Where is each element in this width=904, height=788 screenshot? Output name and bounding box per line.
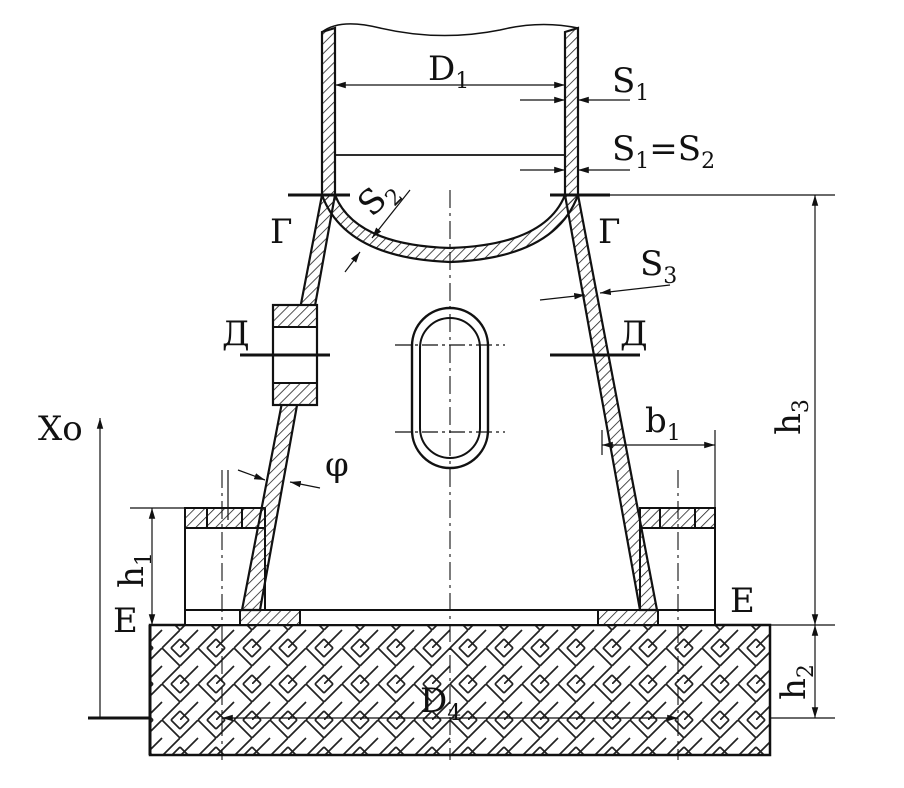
label-s1: S1	[612, 61, 649, 106]
label-section-d-left: Д	[222, 314, 250, 354]
label-x0: Xo	[38, 409, 83, 449]
label-phi: φ	[325, 445, 349, 485]
label-e-right: E	[730, 581, 755, 621]
label-h3: h3	[769, 399, 814, 435]
section-marks	[88, 193, 640, 720]
foundation	[148, 623, 772, 757]
dimension-lines	[96, 81, 835, 722]
label-section-g-right: Г	[598, 212, 621, 252]
label-d4: D4	[420, 681, 461, 726]
label-h1: h1	[112, 552, 157, 588]
label-s3: S3	[640, 244, 677, 289]
label-s2: S2	[350, 170, 408, 228]
label-section-g-left: Г	[270, 212, 293, 252]
label-section-d-right: Д	[620, 314, 648, 354]
label-d1: D1	[428, 49, 469, 94]
label-h2: h2	[774, 664, 819, 700]
label-s1-equals-s2: S1=S2	[612, 129, 715, 174]
label-b1: b1	[645, 401, 681, 446]
label-e-left: E	[113, 601, 138, 641]
centerlines	[221, 190, 679, 760]
labels: D1 S1 S1=S2 S2 Г Г S3 Д Д h3 Xo b1 φ h1 …	[38, 49, 819, 726]
